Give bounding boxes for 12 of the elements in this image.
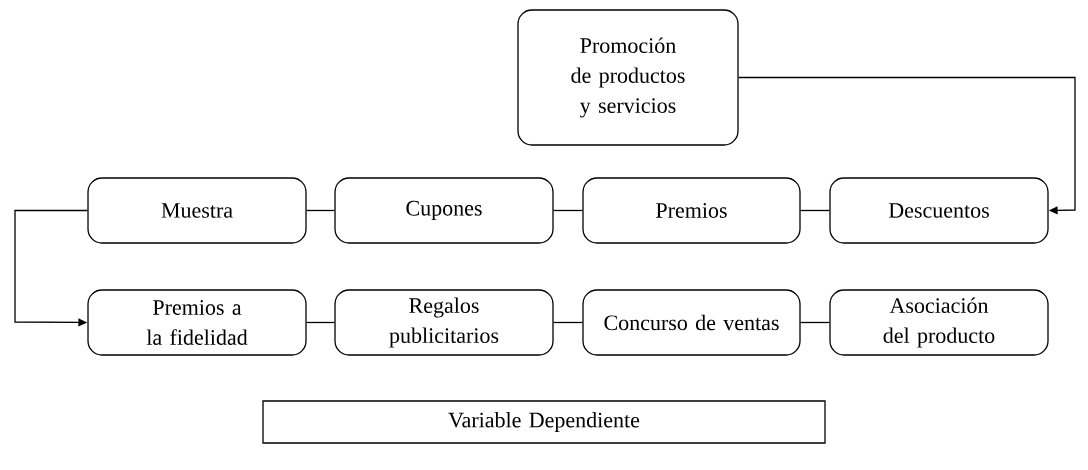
process-box: Concurso de ventas — [582, 289, 801, 356]
arrow — [738, 76, 1076, 215]
process-box: Cupones — [334, 177, 554, 244]
arrow — [14, 209, 88, 327]
process-box: Premios — [582, 177, 801, 244]
process-box: Muestra — [87, 177, 307, 244]
process-box: Premios a la fidelidad — [87, 289, 307, 356]
label-box: Variable Dependiente — [262, 400, 826, 444]
process-box: Asociación del producto — [829, 289, 1049, 356]
process-box: Promoción de productos y servicios — [517, 9, 739, 146]
process-box: Descuentos — [829, 177, 1049, 244]
process-box: Regalos publicitarios — [334, 289, 554, 356]
